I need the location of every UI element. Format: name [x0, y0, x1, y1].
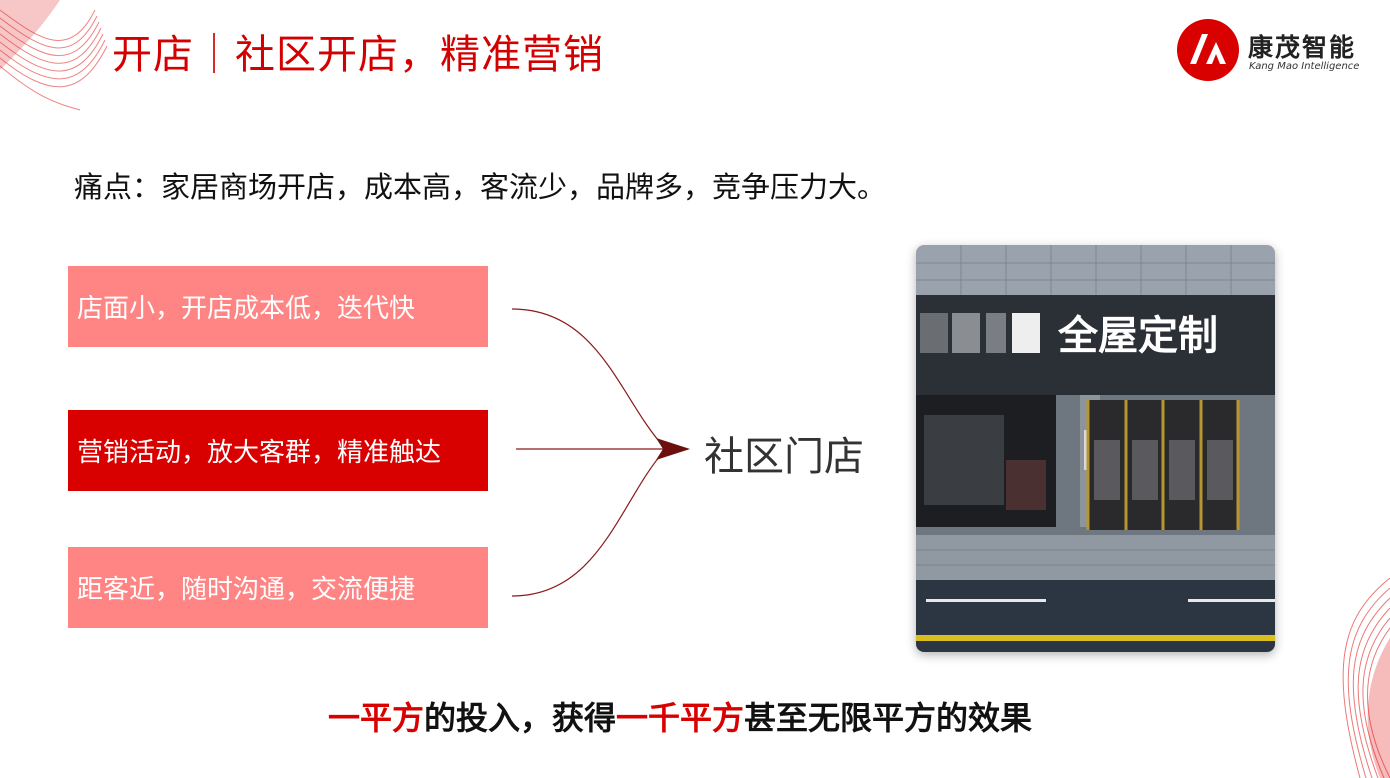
- slogan-highlight-thousand-sqm: 一千平方: [616, 699, 745, 737]
- slogan-highlight-one-sqm: 一平方: [327, 699, 424, 737]
- slogan-part-investment: 的投入，获得: [423, 699, 616, 737]
- slide-title: 开店｜社区开店，精准营销: [112, 32, 604, 78]
- slogan-part-effect: 甚至无限平方的效果: [744, 699, 1033, 737]
- logo-name-cn: 康茂智能: [1248, 33, 1357, 62]
- connector-curve-bottom: [511, 449, 666, 597]
- feature-box-close-to-customers: 距客近，随时沟通，交流便捷: [68, 547, 488, 628]
- connector-curve-top: [511, 308, 666, 449]
- community-store-label: 社区门店: [704, 434, 864, 480]
- decorative-swirl-top-left: [0, 0, 108, 111]
- logo-name-en: Kang Mao Intelligence: [1249, 61, 1360, 72]
- decorative-swirl-bottom-right: [1342, 578, 1390, 778]
- feature-box-small-store: 店面小，开店成本低，迭代快: [68, 266, 488, 347]
- company-logo-icon: [1177, 19, 1239, 81]
- bottom-slogan: 一平方的投入，获得一千平方甚至无限平方的效果: [0, 693, 1360, 739]
- pain-point-text: 痛点：家居商场开店，成本高，客流少，品牌多，竞争压力大。: [74, 170, 887, 204]
- storefront-photo: 全屋定制: [916, 245, 1275, 652]
- feature-box-marketing: 营销活动，放大客群，精准触达: [68, 410, 488, 491]
- storefront-sign-text: 全屋定制: [1057, 313, 1218, 359]
- arrow-head-icon: [656, 438, 690, 460]
- company-logo: 康茂智能 Kang Mao Intelligence: [1176, 18, 1376, 82]
